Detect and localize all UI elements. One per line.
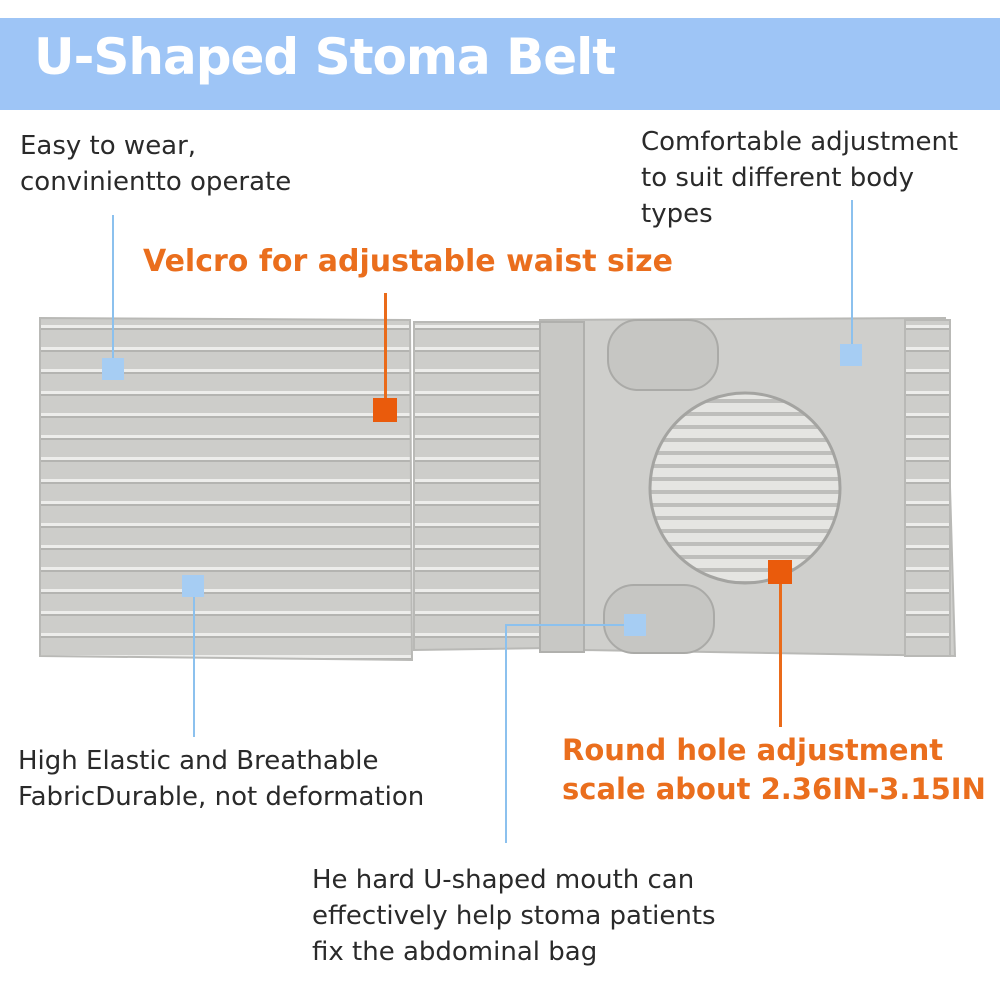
- easy-wear-leader-line: [112, 215, 114, 370]
- marker-comfortable: [840, 344, 862, 366]
- comfortable-adjustment-callout: Comfortable adjustment to suit different…: [641, 127, 959, 229]
- bottom-velcro-flap: [603, 584, 715, 654]
- u-mouth-leader-line: [505, 625, 507, 843]
- u-mouth-callout: He hard U-shaped mouth can effectively h…: [312, 865, 716, 967]
- easy-wear-callout: Easy to wear, convinientto operate: [20, 131, 292, 197]
- title-banner: U-Shaped Stoma Belt: [0, 18, 1000, 110]
- marker-easy-wear: [102, 358, 124, 380]
- round-hole-leader-line: [779, 572, 782, 727]
- page-title: U-Shaped Stoma Belt: [34, 28, 616, 86]
- elastic-fabric-callout: High Elastic and Breathable FabricDurabl…: [18, 746, 425, 812]
- top-velcro-flap: [607, 319, 719, 391]
- velcro-callout: Velcro for adjustable waist size: [143, 244, 673, 279]
- marker-elastic: [182, 575, 204, 597]
- marker-round-hole: [768, 560, 792, 584]
- stoma-hole: [650, 393, 840, 583]
- velcro-leader-line: [384, 293, 387, 411]
- seam-strip: [539, 321, 585, 653]
- comfortable-leader-line: [851, 200, 853, 355]
- right-edge-elastic: [904, 319, 951, 657]
- middle-elastic-panel: [413, 321, 550, 652]
- u-mouth-leader-horizontal: [505, 624, 635, 626]
- left-elastic-panel: [39, 316, 414, 662]
- marker-u-mouth: [624, 614, 646, 636]
- elastic-leader-line: [193, 585, 195, 737]
- marker-velcro: [373, 398, 397, 422]
- round-hole-callout: Round hole adjustment scale about 2.36IN…: [562, 733, 986, 806]
